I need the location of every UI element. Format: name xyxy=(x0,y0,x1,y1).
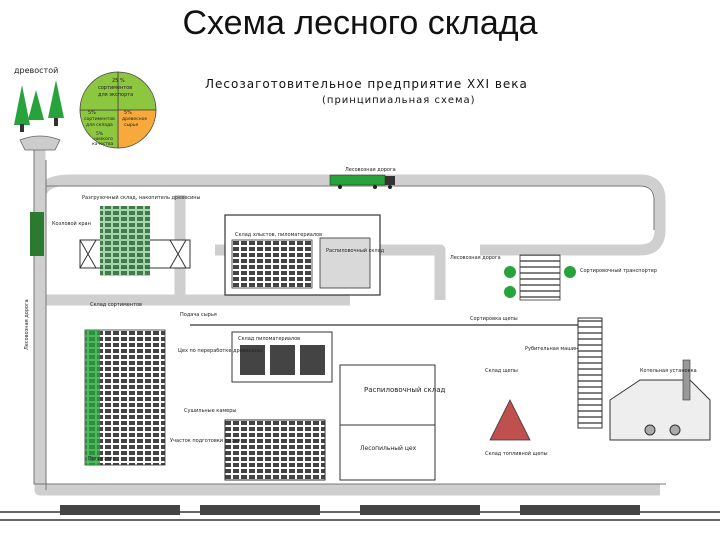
label-dispatch: Склад хлыстов, пиломатериалов xyxy=(235,232,322,238)
timber-truck-icon xyxy=(329,174,395,189)
pie-right-label-2: древесное xyxy=(122,117,147,122)
forest-trees xyxy=(14,80,64,132)
label-main-warehouse: Распиловочный склад xyxy=(364,386,446,394)
pie-left-label-2: сортиментов xyxy=(84,117,115,122)
slide-title: Схема лесного склада xyxy=(182,4,538,42)
pie-mid-label-2: низкого xyxy=(94,137,113,142)
sorting-conveyor-area xyxy=(504,254,576,301)
pie-top-label-3: для экспорта xyxy=(98,92,133,98)
label-chip-prep: Участок подготовки сырья xyxy=(170,438,240,444)
label-forest: древостой xyxy=(14,66,58,75)
label-logs-storage: Склад пиломатериалов xyxy=(238,336,300,342)
assortment-stacks xyxy=(84,329,166,466)
unload-yard xyxy=(79,206,191,276)
label-boiler: Котельная установка xyxy=(640,368,697,374)
label-chipper: Рубительная машина xyxy=(525,346,581,352)
label-crane: Козловой кран xyxy=(52,220,91,227)
scheme-header: Лесозаготовительное предприятие XXI века xyxy=(205,77,528,91)
silo-tower-icon xyxy=(577,317,603,429)
label-main-warehouse-small: Распиловочный склад xyxy=(326,247,385,254)
label-barrier: Лесовозная дорога xyxy=(450,255,501,261)
label-timber-truck: Лесовозная дорога xyxy=(345,167,396,173)
label-sawmill-shop: Лесопильный цех xyxy=(360,445,417,452)
scheme-subheader: (принципиальная схема) xyxy=(322,95,476,106)
pie-left-label-3: для склада xyxy=(86,123,113,128)
label-loader: Погрузчик xyxy=(88,456,115,462)
crane-vehicle-icon xyxy=(30,212,44,256)
label-assortment: Склад сортиментов xyxy=(90,302,142,308)
pie-mid-label-3: качества xyxy=(92,142,114,147)
boiler-building xyxy=(609,359,711,441)
dispatch-block xyxy=(224,214,381,296)
chip-pile-icon xyxy=(489,399,531,441)
label-sorting-conveyor: Сортировочный транспортер xyxy=(580,267,657,274)
pie-top-label-2: сортиментов xyxy=(98,85,132,91)
railway xyxy=(0,505,720,521)
pie-right-label-3: сырье xyxy=(124,123,139,128)
pie-left-pct: 5% xyxy=(88,110,96,116)
label-drying: Сушильные камеры xyxy=(184,408,236,414)
pie-right-pct: 5% xyxy=(124,110,132,116)
pie-top-pct: 25 % xyxy=(112,78,125,84)
pie-mid-pct: 5% xyxy=(96,131,104,137)
pie-chart: 25 % сортиментов для экспорта 5% сортиме… xyxy=(79,71,157,149)
label-sawmill-in: Подача сырья xyxy=(180,312,217,318)
forest-clearing xyxy=(19,135,61,151)
production-blocks xyxy=(224,331,436,481)
label-unload: Разгрузочный склад, накопитель древесины xyxy=(82,194,201,201)
label-chip-warehouse: Склад щепы xyxy=(485,368,518,374)
label-fuel-storage: Склад топливной щепы xyxy=(485,450,548,457)
label-pile-sorting: Сортировка щепы xyxy=(470,316,518,322)
label-production-line: Цех по переработке древесины xyxy=(178,348,262,354)
label-road-vertical: Лесовозная дорога xyxy=(24,299,30,350)
